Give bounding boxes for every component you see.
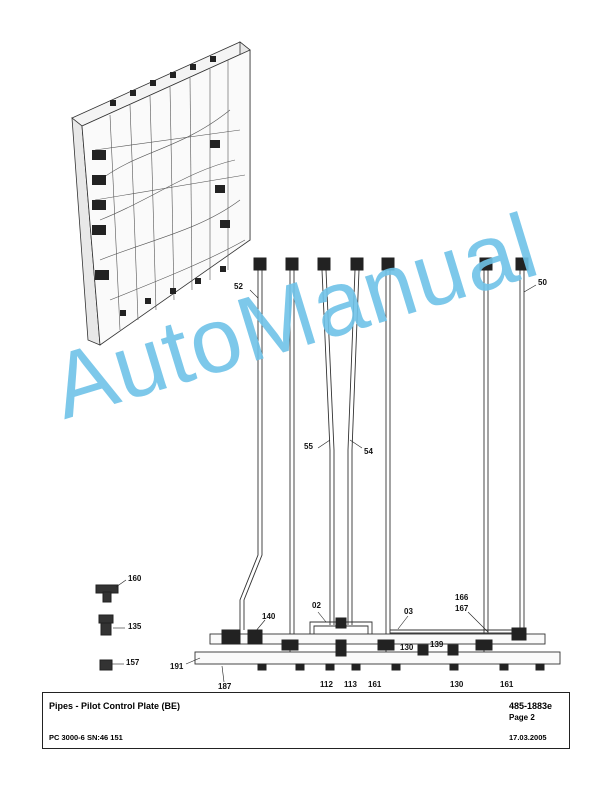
pipe-top-fittings [253,257,529,271]
drawing-title: Pipes - Pilot Control Plate (BE) [49,701,181,711]
callout-50: 50 [538,278,547,287]
callout-191: 191 [170,662,184,671]
callout-130-lower: 130 [450,680,464,689]
callout-140: 140 [262,612,276,621]
pipe-52 [239,270,259,630]
callout-52: 52 [234,282,243,291]
drawing-date: 17.03.2005 [509,733,547,742]
callout-166: 166 [455,593,469,602]
callout-135: 135 [128,622,142,631]
callout-55: 55 [304,442,313,451]
manifold-fittings [221,617,545,671]
leader-lines [112,284,537,683]
title-block: Pipes - Pilot Control Plate (BE) PC 3000… [42,692,570,749]
callout-139: 139 [430,640,444,649]
callout-161-left: 161 [368,680,382,689]
callout-157: 157 [126,658,140,667]
page-number: Page 2 [509,713,535,722]
part-160-tee-fitting [95,584,119,603]
callout-02: 02 [312,601,321,610]
pipe-55 [321,269,331,625]
document-number: 485-1883e [509,701,553,711]
callout-160: 160 [128,574,142,583]
part-135-adapter [98,614,114,636]
callout-187: 187 [218,682,232,691]
callout-113: 113 [344,680,357,689]
callout-167: 167 [455,604,469,613]
callout-112: 112 [320,680,333,689]
part-157-plug [99,659,113,671]
callout-03: 03 [404,607,413,616]
callout-130-upper: 130 [400,643,414,652]
callout-161-right: 161 [500,680,514,689]
machine-model: PC 3000-6 SN:46 151 [49,733,123,742]
vertical-pipes [239,269,525,640]
overview-isometric-plate [71,41,251,346]
pipe-54 [347,269,356,625]
callout-54: 54 [364,447,373,456]
